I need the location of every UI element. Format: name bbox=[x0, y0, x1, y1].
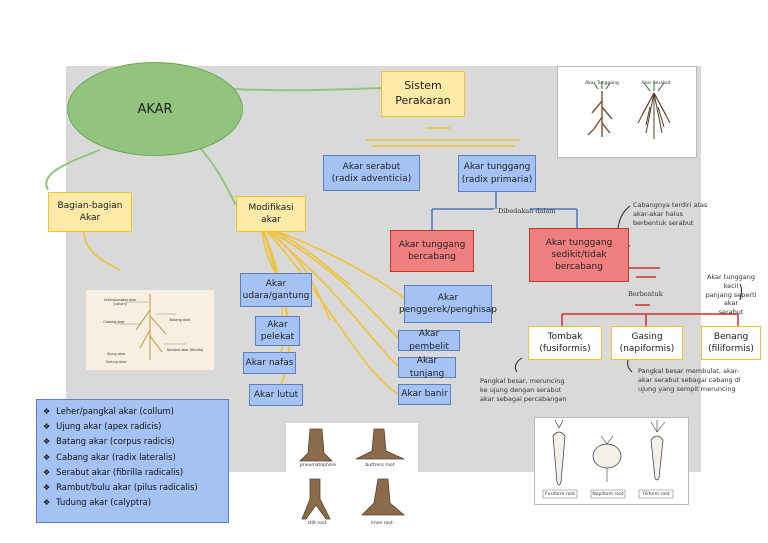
akar-tunggang-sedikit-box: Akar tunggang sedikit/tidak bercabang bbox=[529, 228, 629, 282]
root-types-image: Akar Tunggang Akar Serabut bbox=[557, 66, 697, 158]
caption-stilt: stilt root bbox=[307, 521, 327, 526]
list-item: Leher/pangkal akar (collum) bbox=[43, 404, 222, 419]
root-shapes-illustration bbox=[542, 419, 674, 499]
akar-tunggang-box: Akar tunggang (radix primaria) bbox=[458, 155, 536, 192]
anatomy-label-ujung: Ujung akar bbox=[106, 352, 126, 356]
caption-fusiform: Fusiform root bbox=[545, 492, 575, 497]
akar-tunggang-bercabang-box: Akar tunggang bercabang bbox=[390, 230, 474, 272]
caption-napiform: Napiform root bbox=[592, 492, 624, 497]
bagian-bagian-akar-box: Bagian-bagian Akar bbox=[48, 192, 132, 232]
sistem-perakaran-box: Sistem Perakaran bbox=[381, 71, 465, 117]
kecil-note: Akar tunggang kecil panjang seperti akar… bbox=[705, 273, 757, 317]
tombak-box: Tombak (fusiformis) bbox=[528, 326, 602, 360]
root-shapes-image: Fusiform root Napiform root Filiform roo… bbox=[534, 417, 689, 505]
root-parts-list: Leher/pangkal akar (collum) Ujung akar (… bbox=[36, 399, 229, 523]
akar-nafas-box: Akar nafas bbox=[243, 352, 296, 374]
root-types-illustration bbox=[587, 81, 671, 139]
list-item: Serabut akar (fibrilla radicalis) bbox=[43, 465, 222, 480]
akar-penggerek-box: Akar penggerek/penghisap bbox=[399, 285, 497, 323]
list-item: Batang akar (corpus radicis) bbox=[43, 434, 222, 449]
akar-tunjang-box: Akar tunjang bbox=[398, 356, 456, 379]
caption-filiform: Filiform root bbox=[642, 492, 670, 497]
dibedakan-label: Dibedakan dalam bbox=[498, 207, 556, 215]
akar-banir-box: Akar banir bbox=[398, 384, 451, 405]
caption-pneumatophore: pneumatophore bbox=[300, 463, 336, 468]
berbentuk-label: Berbentuk bbox=[628, 290, 663, 298]
gasing-note: Pangkal besar membulat, akar- akar serab… bbox=[638, 367, 741, 393]
modifikasi-akar-box: Modifikasi akar bbox=[236, 196, 306, 232]
root-anatomy-image: Leher/pangkal akar (collum) Ujung akar B… bbox=[86, 290, 214, 370]
akar-lutut-box: Akar lutut bbox=[249, 384, 303, 406]
akar-pembelit-box: Akar pembelit bbox=[398, 329, 460, 352]
modified-roots-image: pneumatophore buttress root stilt root k… bbox=[286, 423, 418, 531]
list-item: Tudung akar (calyptra) bbox=[43, 495, 222, 510]
list-item: Ujung akar (apex radicis) bbox=[43, 419, 222, 434]
akar-pelekat-box: Akar pelekat bbox=[255, 316, 300, 346]
akar-oval: AKAR bbox=[67, 62, 243, 156]
list-item: Rambut/bulu akar (pilus radicalis) bbox=[43, 480, 222, 495]
anatomy-label-serabut: Serabut akar (fibrilla) bbox=[166, 348, 204, 352]
akar-serabut-box: Akar serabut (radix adventicia) bbox=[323, 155, 420, 191]
caption-akar-serabut: Akar Serabut bbox=[641, 81, 671, 86]
list-item: Cabang akar (radix lateralis) bbox=[43, 450, 222, 465]
anatomy-label-cabang: Cabang akar bbox=[103, 320, 125, 324]
caption-buttress: buttress root bbox=[365, 463, 395, 468]
anatomy-label-collum: Leher/pangkal akar (collum) bbox=[103, 298, 137, 306]
anatomy-label-tudung: Tudung akar bbox=[105, 360, 127, 364]
akar-udara-box: Akar udara/gantung bbox=[240, 273, 312, 307]
cabangnya-note: Cabangnya terdiri atas akar-akar halus b… bbox=[633, 201, 708, 227]
benang-box: Benang (filiformis) bbox=[701, 326, 761, 360]
gasing-box: Gasing (napiformis) bbox=[611, 326, 683, 360]
tombak-note: Pangkal besar, meruncing ke ujung dengan… bbox=[480, 377, 567, 403]
root-anatomy-illustration bbox=[116, 294, 186, 360]
anatomy-label-batang: Batang akar bbox=[169, 318, 191, 322]
modified-roots-illustration bbox=[299, 428, 406, 520]
caption-knee: knee root bbox=[371, 521, 393, 526]
